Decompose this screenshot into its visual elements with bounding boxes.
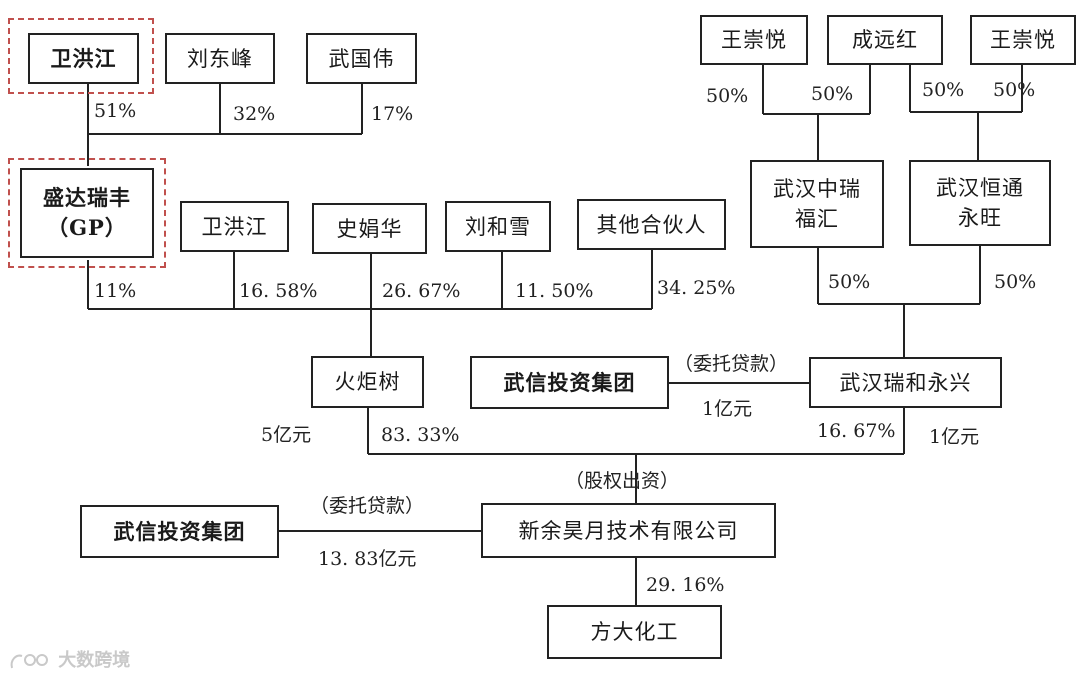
- edge-label-83-33-pct: 83. 33%: [381, 424, 460, 446]
- node-wang-chongyue-2: 王崇悦: [970, 15, 1076, 65]
- node-shi-juanhua: 史娟华: [312, 203, 427, 254]
- node-wuhan-hengtong-yongwang: 武汉恒通 永旺: [909, 160, 1051, 246]
- edge-label-amount-13-83yi: 13. 83亿元: [318, 548, 417, 570]
- node-other-partners: 其他合伙人: [577, 199, 726, 250]
- highlight-frame-shengda-ruifeng: [8, 158, 166, 268]
- edge-label-zhongrui-50-pct: 50%: [828, 271, 871, 293]
- edge-label-16-58-pct: 16. 58%: [239, 280, 318, 302]
- node-shengda-ruifeng-gp: 盛达瑞丰 （GP）: [20, 168, 154, 258]
- edge-label-11-pct: 11%: [94, 280, 137, 302]
- edge-label-17-pct: 17%: [371, 103, 414, 125]
- watermark: 大数跨境: [8, 646, 130, 672]
- node-wuhan-ruihe-yongxing: 武汉瑞和永兴: [809, 357, 1002, 408]
- node-wuxin-investment-group-1: 武信投资集团: [470, 356, 669, 409]
- edge-label-cheng-50-pct-b: 50%: [922, 79, 965, 101]
- edge-label-34-25-pct: 34. 25%: [657, 277, 736, 299]
- edge-label-16-67-pct: 16. 67%: [817, 420, 896, 442]
- edge-label-entrusted-loan-1: （委托贷款）: [674, 353, 789, 375]
- edge-label-29-16-pct: 29. 16%: [646, 574, 725, 596]
- edge-label-equity-contribution: （股权出资）: [565, 470, 680, 492]
- edge-label-wang2-50-pct: 50%: [993, 79, 1036, 101]
- edge-label-amount-1yi-a: 1亿元: [702, 398, 753, 420]
- node-wei-hongjiang-partner: 卫洪江: [180, 201, 289, 252]
- node-wei-hongjiang-top: 卫洪江: [28, 33, 139, 84]
- node-wuhan-zhongrui-fuhui: 武汉中瑞 福汇: [750, 160, 884, 248]
- edge-label-entrusted-loan-2: （委托贷款）: [310, 495, 425, 517]
- node-xinyu-haoyue-tech: 新余昊月技术有限公司: [481, 503, 776, 558]
- node-wuxin-investment-group-2: 武信投资集团: [80, 505, 279, 558]
- node-huojushu: 火炬树: [311, 356, 424, 408]
- node-wang-chongyue-1: 王崇悦: [700, 15, 808, 65]
- edge-label-cheng-50-pct-a: 50%: [811, 83, 854, 105]
- edge-label-amount-5yi: 5亿元: [261, 424, 312, 446]
- node-liu-hexue: 刘和雪: [445, 201, 551, 252]
- edge-label-26-67-pct: 26. 67%: [382, 280, 461, 302]
- node-cheng-yuanhong: 成远红: [827, 15, 943, 65]
- edge-label-32-pct: 32%: [233, 103, 276, 125]
- edge-label-11-50-pct: 11. 50%: [515, 280, 594, 302]
- edge-label-amount-1yi-b: 1亿元: [929, 426, 980, 448]
- watermark-logo-icon: [10, 654, 48, 669]
- node-fangda-chemical: 方大化工: [547, 605, 722, 659]
- node-wu-guowei: 武国伟: [306, 33, 417, 84]
- edge-label-hengtong-50-pct: 50%: [994, 271, 1037, 293]
- node-liu-dongfeng: 刘东峰: [165, 33, 275, 84]
- highlight-frame-wei-hongjiang: [8, 18, 154, 94]
- watermark-text: 大数跨境: [58, 650, 131, 671]
- edge-label-51-pct: 51%: [94, 100, 137, 122]
- edge-label-wang1-50-pct: 50%: [706, 85, 749, 107]
